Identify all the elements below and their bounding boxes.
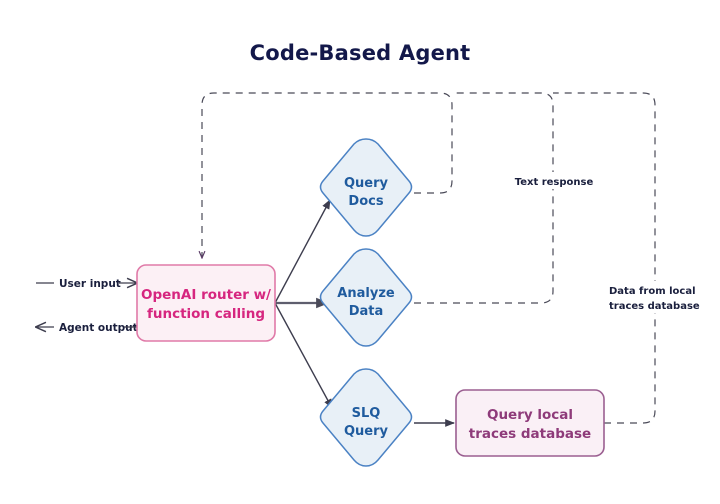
- query-docs-shape[interactable]: [319, 138, 413, 237]
- slq-query-label-line2: Query: [344, 424, 389, 439]
- data-from-local-label-line1: Data from local: [609, 286, 696, 297]
- query-local-traces-database-shape[interactable]: [455, 389, 605, 457]
- openai-router-label-line2: function calling: [147, 306, 265, 322]
- edge-router-to-slq-query: [274, 302, 333, 409]
- data-label-backdrop: [604, 281, 708, 313]
- io-port-agent-output: Agent output: [36, 322, 138, 334]
- text-response-label-backdrop: [508, 172, 600, 189]
- io-port-user-input: User input: [36, 278, 137, 290]
- slq-query-label-line1: SLQ: [352, 406, 381, 421]
- query-docs-label-line2: Docs: [348, 194, 383, 209]
- node-query-local-traces-database[interactable]: Query local traces database: [455, 389, 605, 457]
- slq-query-shape[interactable]: [319, 368, 413, 467]
- edge-router-to-query-docs: [274, 199, 331, 304]
- analyze-data-shape[interactable]: [319, 248, 413, 347]
- query-docs-label-line1: Query: [344, 176, 389, 191]
- node-openai-router[interactable]: OpenAI router w/ function calling: [136, 264, 276, 342]
- edge-label-text-response: Text response: [508, 172, 600, 189]
- node-query-docs[interactable]: Query Docs: [319, 138, 413, 237]
- node-analyze-data[interactable]: Analyze Data: [319, 248, 413, 347]
- query-local-traces-database-label-line2: traces database: [469, 426, 591, 442]
- edge-database-return: [553, 92, 656, 424]
- user-input-label: User input: [59, 278, 121, 290]
- agent-output-label: Agent output: [59, 322, 138, 334]
- edge-label-data-from-local-traces-database: Data from local traces database: [604, 281, 708, 313]
- analyze-data-label-line2: Data: [349, 304, 384, 319]
- edge-query-docs-return: [202, 92, 453, 258]
- analyze-data-label-line1: Analyze: [337, 286, 395, 301]
- edge-analyze-data-return: [414, 92, 554, 304]
- node-slq-query[interactable]: SLQ Query: [319, 368, 413, 467]
- query-local-traces-database-label-line1: Query local: [487, 407, 573, 423]
- page-title: Code-Based Agent: [250, 41, 471, 65]
- data-from-local-label-line2: traces database: [609, 301, 700, 312]
- openai-router-shape[interactable]: [136, 264, 276, 342]
- text-response-label: Text response: [515, 177, 594, 188]
- openai-router-label-line1: OpenAI router w/: [141, 287, 271, 303]
